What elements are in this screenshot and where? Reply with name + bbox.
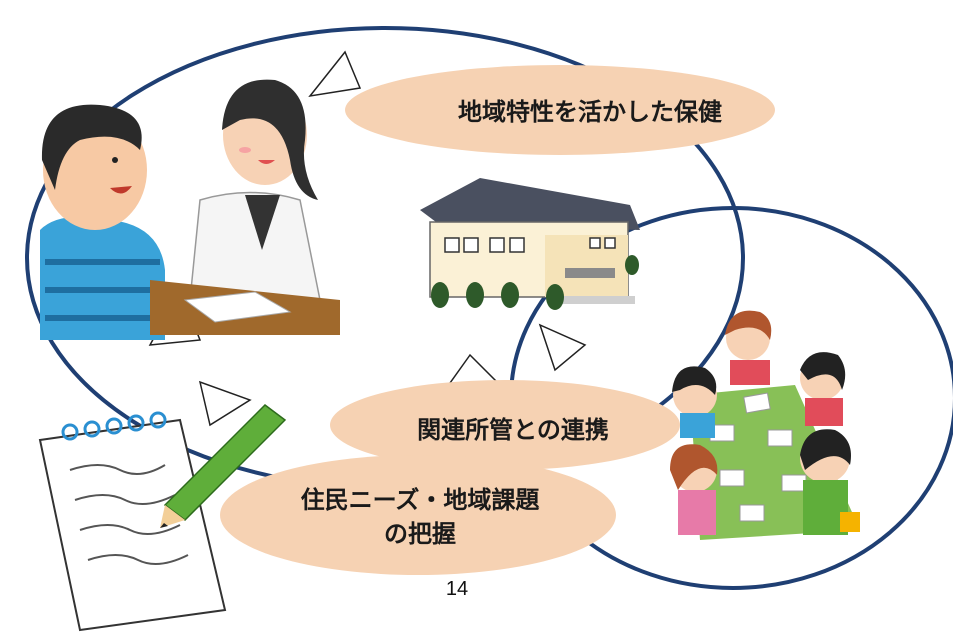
- meeting-illustration: [670, 310, 860, 540]
- label-resident-needs-line2: の把握: [384, 520, 456, 548]
- building-illustration: [420, 178, 640, 310]
- label-department-collaboration: 関連所管との連携: [417, 416, 609, 444]
- notepad-pencil-illustration: [38, 404, 287, 632]
- bubble-middle: [330, 380, 680, 470]
- label-resident-needs: 住民ニーズ・地域課題 の把握: [270, 483, 570, 551]
- bubble-top: [345, 65, 775, 155]
- consultation-illustration: [40, 79, 340, 340]
- label-regional-health: 地域特性を活かした保健: [458, 98, 722, 126]
- bubble-bottom: [220, 455, 616, 575]
- label-resident-needs-line1: 住民ニーズ・地域課題: [300, 486, 540, 514]
- page-number: 14: [445, 578, 469, 600]
